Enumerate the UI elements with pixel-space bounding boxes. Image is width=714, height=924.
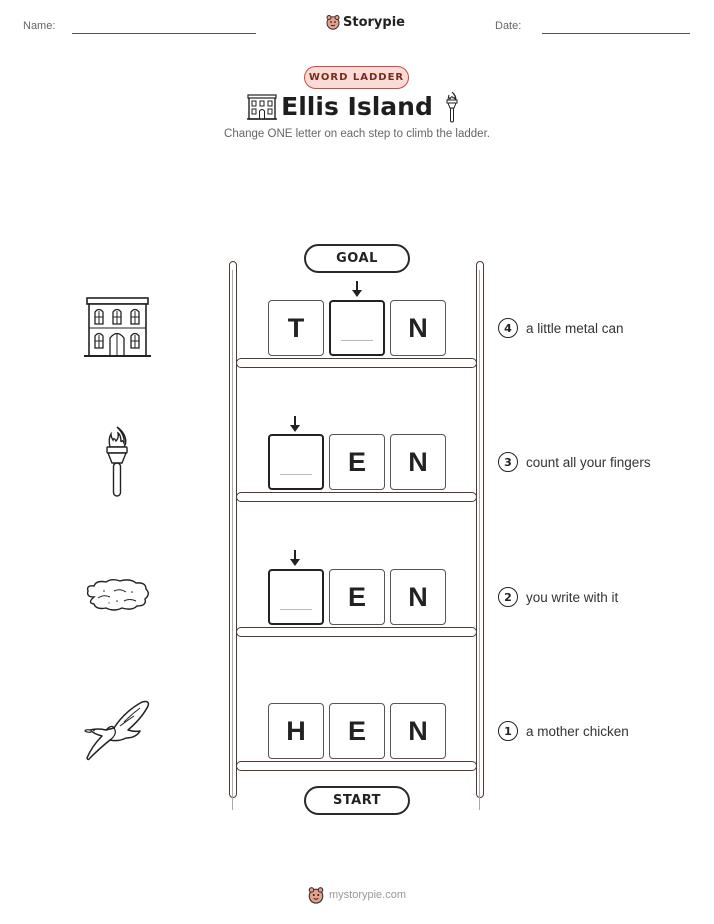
letter-blank[interactable] bbox=[329, 300, 385, 356]
letter-blank[interactable] bbox=[268, 434, 324, 490]
letter-blank[interactable] bbox=[268, 569, 324, 625]
ladder-rung bbox=[236, 761, 477, 771]
date-label: Date: bbox=[495, 20, 522, 32]
letter-box: H bbox=[268, 703, 324, 759]
ladder-right-rail-shadow bbox=[479, 270, 480, 810]
clue-3: 3 count all your fingers bbox=[498, 452, 651, 472]
name-label: Name: bbox=[23, 20, 56, 32]
ladder-right-rail bbox=[476, 261, 484, 798]
activity-tag: WORD LADDER bbox=[304, 66, 409, 89]
goal-label: GOAL bbox=[304, 244, 410, 273]
name-field-line[interactable] bbox=[72, 33, 256, 34]
start-label: START bbox=[304, 786, 410, 815]
clue-number: 1 bbox=[498, 721, 518, 741]
building-small-icon bbox=[247, 94, 277, 120]
clue-number: 4 bbox=[498, 318, 518, 338]
arrow-down-icon bbox=[290, 416, 300, 432]
date-field-line[interactable] bbox=[542, 33, 690, 34]
clue-text: a little metal can bbox=[526, 320, 624, 336]
torch-icon bbox=[106, 426, 128, 497]
footer-url[interactable]: mystorypie.com bbox=[328, 889, 407, 901]
ladder-left-rail-shadow bbox=[232, 270, 233, 810]
storypie-mascot-icon bbox=[308, 887, 324, 904]
cloud-icon bbox=[86, 579, 149, 611]
letter-box: E bbox=[329, 569, 385, 625]
ladder-rung bbox=[236, 358, 477, 368]
letter-box: T bbox=[268, 300, 324, 356]
clue-text: you write with it bbox=[526, 589, 619, 605]
footer: mystorypie.com bbox=[0, 886, 714, 904]
letter-box: E bbox=[329, 434, 385, 490]
letter-box: N bbox=[390, 434, 446, 490]
brand-logo: Storypie bbox=[326, 14, 405, 30]
clue-4: 4 a little metal can bbox=[498, 318, 624, 338]
letter-box: N bbox=[390, 300, 446, 356]
instructions: Change ONE letter on each step to climb … bbox=[224, 128, 490, 140]
clue-text: count all your fingers bbox=[526, 454, 651, 470]
page-title: Ellis Island bbox=[281, 92, 433, 121]
bird-icon bbox=[84, 700, 150, 761]
brand-name: Storypie bbox=[343, 14, 405, 30]
letter-box: N bbox=[390, 569, 446, 625]
clue-text: a mother chicken bbox=[526, 723, 629, 739]
arrow-down-icon bbox=[290, 550, 300, 566]
clue-2: 2 you write with it bbox=[498, 587, 618, 607]
clue-number: 2 bbox=[498, 587, 518, 607]
storypie-mascot-icon bbox=[326, 15, 340, 30]
torch-small-icon bbox=[446, 91, 458, 123]
clue-number: 3 bbox=[498, 452, 518, 472]
clue-1: 1 a mother chicken bbox=[498, 721, 629, 741]
letter-box: N bbox=[390, 703, 446, 759]
ladder-rung bbox=[236, 627, 477, 637]
ladder-left-rail bbox=[229, 261, 237, 798]
arrow-down-icon bbox=[352, 281, 362, 297]
building-icon bbox=[84, 297, 151, 357]
letter-box: E bbox=[329, 703, 385, 759]
ladder-rung bbox=[236, 492, 477, 502]
